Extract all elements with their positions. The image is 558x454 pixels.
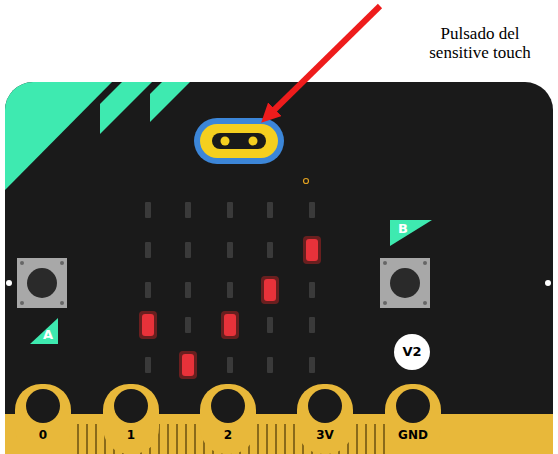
button-letter: A (43, 328, 53, 342)
pin-hole (26, 389, 60, 423)
pin-name: 2 (224, 429, 232, 442)
button-letter: B (398, 222, 408, 236)
v2-badge (394, 334, 430, 370)
touch-logo (194, 118, 284, 164)
led-off (227, 242, 233, 258)
callout-note: Pulsado del sensitive touch (410, 25, 550, 62)
connector-tooth (266, 424, 268, 454)
connector-tooth (284, 424, 286, 454)
pointer-arrow (268, 6, 380, 116)
pin-name: 1 (127, 429, 135, 442)
led-on (182, 354, 194, 376)
triangle-b (390, 220, 432, 246)
led-off (227, 357, 233, 373)
connector-tooth (185, 424, 187, 454)
led-off (185, 202, 191, 218)
pin-pad (15, 384, 71, 454)
connector-tooth (293, 424, 295, 454)
led-off (267, 242, 273, 258)
connector-tooth (365, 424, 367, 454)
led-off (309, 202, 315, 218)
connector-tooth (383, 424, 385, 454)
connector-tooth (356, 424, 358, 454)
led-on (264, 279, 276, 301)
pin-name: 3V (316, 429, 334, 442)
led-off (145, 282, 151, 298)
connector-tooth (257, 424, 259, 454)
led-off (145, 242, 151, 258)
led-glow (261, 276, 279, 304)
led-matrix (139, 202, 321, 379)
led-off (267, 317, 273, 333)
pin-hole (396, 389, 430, 423)
connector-tooth (86, 424, 88, 454)
led-off (309, 282, 315, 298)
pin-hole (308, 389, 342, 423)
pin-pad (297, 384, 353, 454)
edge-connector (5, 384, 553, 454)
triangle-a (30, 318, 58, 344)
connector-tooth (374, 424, 376, 454)
connector-tooth (167, 424, 169, 454)
connector-tooth (275, 424, 277, 454)
led-glow (179, 351, 197, 379)
pin-name: GND (398, 429, 428, 442)
led-off (227, 202, 233, 218)
led-glow (221, 311, 239, 339)
led-off (309, 317, 315, 333)
connector-tooth (194, 424, 196, 454)
connector-tooth (77, 424, 79, 454)
version-badge: V2 (402, 345, 421, 359)
led-off (267, 202, 273, 218)
button-a (6, 258, 67, 308)
pin-pad (103, 384, 159, 454)
led-glow (303, 236, 321, 264)
connector-tooth (176, 424, 178, 454)
led-off (185, 317, 191, 333)
led-off (185, 242, 191, 258)
led-off (145, 202, 151, 218)
connector-tooth (95, 424, 97, 454)
led-glow (139, 311, 157, 339)
led-off (267, 357, 273, 373)
led-off (185, 282, 191, 298)
pin-pad (200, 384, 256, 454)
pin-hole (211, 389, 245, 423)
pin-hole (114, 389, 148, 423)
led-on (306, 239, 318, 261)
pin-name: 0 (39, 429, 47, 442)
led-off (227, 282, 233, 298)
board (5, 82, 553, 454)
button-b (380, 258, 551, 308)
pin-pad (385, 384, 441, 454)
led-on (142, 314, 154, 336)
led-off (309, 357, 315, 373)
led-on (224, 314, 236, 336)
led-off (145, 357, 151, 373)
